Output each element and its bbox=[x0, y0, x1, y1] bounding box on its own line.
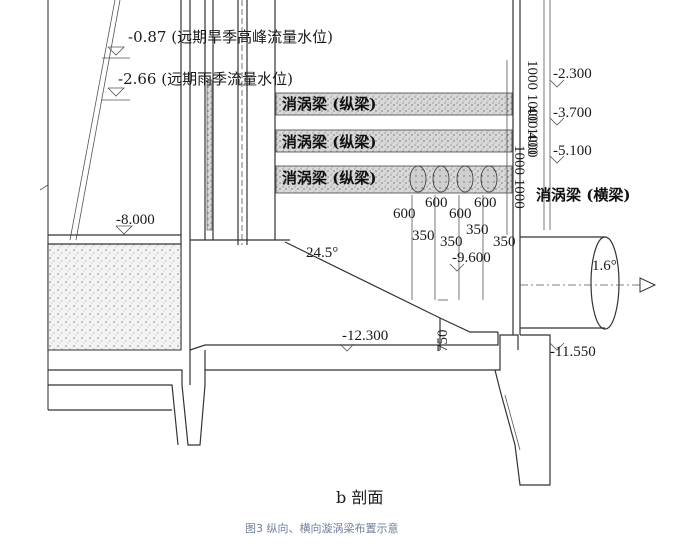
vertical-guides bbox=[411, 60, 508, 300]
water-level-marks bbox=[102, 46, 565, 352]
level-right-1: -2.300 bbox=[553, 66, 592, 82]
beam-band-1 bbox=[275, 92, 513, 116]
dim-750: 750 bbox=[435, 330, 451, 353]
slope-angle: 24.5° bbox=[306, 245, 338, 261]
dim-vertical-mid: 400 400 bbox=[524, 106, 540, 155]
beam-band-2 bbox=[275, 129, 513, 153]
dim-600-a: 600 bbox=[393, 206, 416, 222]
level-right-4: -9.600 bbox=[452, 250, 491, 266]
outlet-pipe bbox=[520, 236, 657, 330]
dim-600-c: 600 bbox=[449, 206, 472, 222]
cross-beam-oval-2 bbox=[432, 165, 450, 193]
floor-level: -12.300 bbox=[342, 328, 388, 344]
dim-350-b: 350 bbox=[440, 234, 463, 250]
dim-600-b: 600 bbox=[425, 195, 448, 211]
level-right-5: -11.550 bbox=[550, 344, 596, 360]
dim-350-c: 350 bbox=[466, 222, 489, 238]
rain-water-level: -2.66 (远期雨季流量水位) bbox=[118, 70, 293, 88]
level-right-3: -5.100 bbox=[553, 143, 592, 159]
dim-vertical-top: 1000 1000 1000 bbox=[524, 60, 540, 158]
level-right-2: -3.700 bbox=[553, 105, 592, 121]
bottom-structure bbox=[48, 334, 551, 486]
beam-bands bbox=[275, 92, 513, 194]
beam-label-2: 消涡梁 (纵梁) bbox=[282, 133, 376, 151]
beam-label-3: 消涡梁 (纵梁) bbox=[282, 169, 376, 187]
cross-beam-oval-4 bbox=[480, 165, 498, 193]
slope-floor bbox=[189, 241, 499, 351]
cross-beam-label: 消涡梁 (横梁) bbox=[536, 186, 630, 204]
dim-vertical-bottom: 1000 1000 bbox=[511, 145, 527, 209]
cross-beam-oval-1 bbox=[409, 165, 427, 193]
section-label: b 剖面 bbox=[336, 488, 383, 507]
pipe-angle: 1.6° bbox=[592, 258, 617, 274]
figure-caption: 图3 纵向、横向漩涡梁布置示意 bbox=[245, 521, 399, 535]
cross-beam-oval-3 bbox=[456, 165, 474, 193]
dim-600-d: 600 bbox=[474, 195, 497, 211]
ground-level: -8.000 bbox=[116, 212, 155, 228]
dim-350-a: 350 bbox=[412, 228, 435, 244]
flow-arrow-icon bbox=[639, 277, 657, 293]
beam-label-1: 消涡梁 (纵梁) bbox=[282, 95, 376, 113]
dim-350-d: 350 bbox=[493, 234, 516, 250]
soil-block bbox=[47, 234, 290, 351]
high-water-level: -0.87 (远期旱季高峰流量水位) bbox=[128, 28, 333, 46]
inner-walls bbox=[204, 0, 551, 335]
